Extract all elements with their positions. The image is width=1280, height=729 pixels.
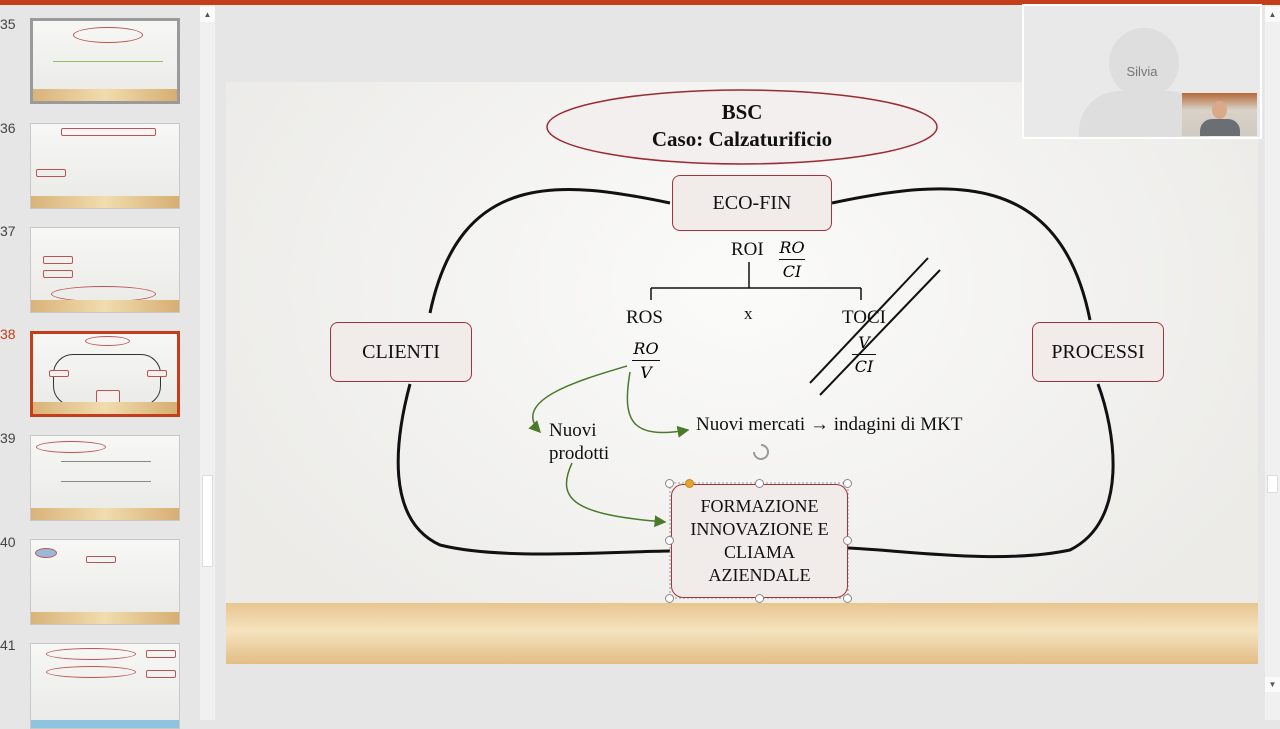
slide-number: 41 bbox=[0, 637, 16, 653]
times-label: x bbox=[744, 304, 753, 323]
thumbnail-scrollbar[interactable]: ▲ bbox=[200, 5, 215, 720]
title-line-1: BSC bbox=[721, 100, 763, 124]
title-ellipse bbox=[546, 89, 938, 165]
scrollbar-thumb[interactable] bbox=[1267, 475, 1278, 493]
scroll-down-icon[interactable]: ▼ bbox=[1265, 677, 1280, 692]
scroll-up-icon[interactable]: ▲ bbox=[1265, 7, 1280, 22]
resize-handle[interactable] bbox=[665, 479, 674, 488]
slide-thumbnail-37[interactable] bbox=[30, 227, 180, 313]
title-line-2: Caso: Calzaturificio bbox=[651, 127, 833, 151]
toci-label: TOCI bbox=[842, 307, 886, 328]
slide-number: 40 bbox=[0, 534, 16, 550]
slide-thumbnail-39[interactable] bbox=[30, 435, 180, 521]
resize-handle[interactable] bbox=[843, 536, 852, 545]
slide-thumbnail-35[interactable] bbox=[30, 18, 180, 104]
formazione-line-4: AZIENDALE bbox=[708, 565, 811, 585]
roi-label: ROI bbox=[731, 239, 764, 260]
formazione-line-1: FORMAZIONE bbox=[700, 496, 819, 516]
ros-denominator: V bbox=[640, 363, 652, 382]
resize-handle[interactable] bbox=[755, 594, 764, 603]
resize-handle[interactable] bbox=[843, 479, 852, 488]
formazione-box-selected[interactable]: FORMAZIONE INNOVAZIONE E CLIAMA AZIENDAL… bbox=[671, 484, 848, 598]
slide-number: 37 bbox=[0, 223, 16, 239]
nuovi-line-2: prodotti bbox=[549, 443, 610, 464]
diagram-lines bbox=[396, 89, 1115, 599]
slide-thumbnail-40[interactable] bbox=[30, 539, 180, 625]
toci-fraction: V CI bbox=[852, 333, 876, 376]
adjust-handle[interactable] bbox=[685, 479, 694, 488]
scrollbar-thumb[interactable] bbox=[202, 475, 213, 567]
resize-handle[interactable] bbox=[665, 536, 674, 545]
resize-handle[interactable] bbox=[665, 594, 674, 603]
slide-thumbnail-38[interactable] bbox=[30, 331, 180, 417]
slide-number: 35 bbox=[0, 16, 16, 32]
slide-title: BSC Caso: Calzaturificio bbox=[542, 99, 942, 153]
slide-number: 38 bbox=[0, 326, 16, 342]
avatar-silhouette bbox=[1109, 28, 1179, 98]
title-bar-strip bbox=[0, 0, 1280, 5]
ros-fraction: RO V bbox=[632, 339, 660, 382]
slide-number: 36 bbox=[0, 120, 16, 136]
roi-numerator: RO bbox=[779, 238, 805, 257]
slide-canvas[interactable]: BSC Caso: Calzaturificio ECO-FIN ROI RO C… bbox=[226, 82, 1258, 664]
slide-scrollbar[interactable]: ▲ ▼ bbox=[1265, 5, 1280, 720]
clienti-box[interactable]: CLIENTI bbox=[330, 322, 472, 382]
ros-label: ROS bbox=[626, 307, 663, 328]
roi-denominator: CI bbox=[782, 262, 802, 281]
scroll-up-icon[interactable]: ▲ bbox=[200, 7, 215, 22]
resize-handle[interactable] bbox=[755, 479, 764, 488]
participant-name: Silvia bbox=[1126, 64, 1158, 79]
slide-wood-band bbox=[226, 603, 1258, 664]
nuovi-line-1: Nuovi bbox=[549, 420, 597, 441]
nuovi-mercati-label: Nuovi mercati → indagini di MKT bbox=[696, 414, 963, 435]
processi-box[interactable]: PROCESSI bbox=[1032, 322, 1164, 382]
slide-thumbnail-panel: 35 36 37 38 39 40 41 bbox=[0, 5, 200, 729]
resize-handle[interactable] bbox=[843, 594, 852, 603]
toci-numerator: V bbox=[858, 333, 870, 352]
formazione-line-3: CLIAMA bbox=[724, 542, 795, 562]
slide-number: 39 bbox=[0, 430, 16, 446]
roi-fraction: RO CI bbox=[779, 238, 805, 281]
formazione-line-2: INNOVAZIONE E bbox=[690, 519, 829, 539]
slide-thumbnail-41[interactable] bbox=[30, 643, 180, 729]
toci-denominator: CI bbox=[854, 357, 874, 376]
eco-fin-box[interactable]: ECO-FIN bbox=[672, 175, 832, 231]
slide-thumbnail-36[interactable] bbox=[30, 123, 180, 209]
ros-numerator: RO bbox=[633, 339, 659, 358]
self-video-preview bbox=[1182, 93, 1257, 136]
